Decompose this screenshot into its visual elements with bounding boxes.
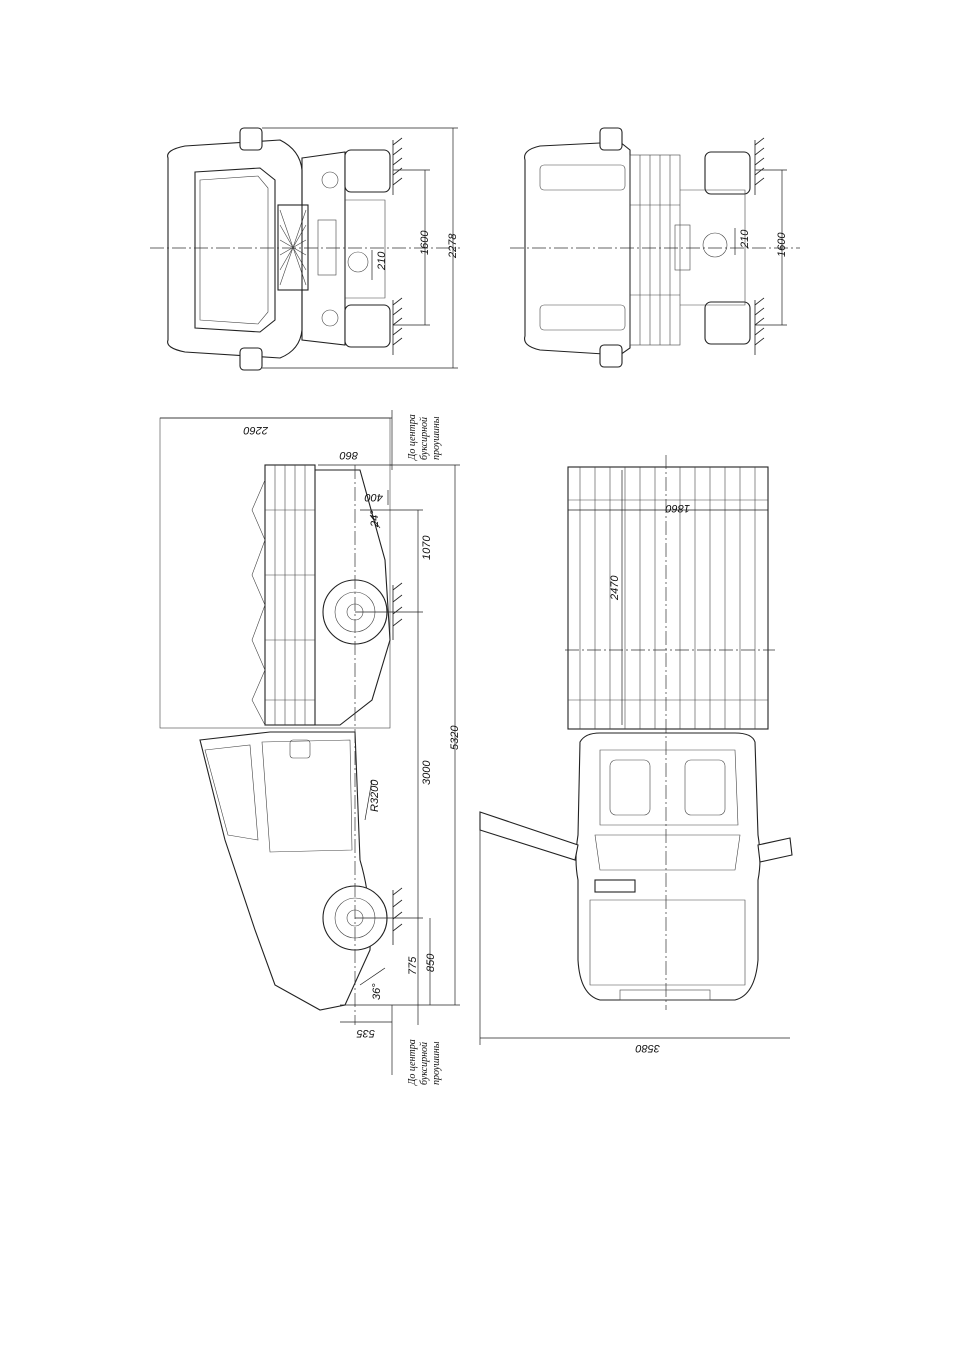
bed-length-dim: 2470 <box>609 575 621 601</box>
rear-track-dim: 1600 <box>776 232 788 257</box>
body-overhang-dim: 2260 <box>243 424 269 436</box>
hitch-offset-dim: 400 <box>364 491 383 503</box>
rear-hitch-note-3: проушины <box>431 416 442 460</box>
front-hitch-note-2: буксирной <box>419 1042 430 1085</box>
top-view: 1860 2470 3580 <box>480 455 792 1054</box>
front-track-dim: 1600 <box>419 230 431 255</box>
front-hitch-dim: 535 <box>356 1027 375 1039</box>
front-hitch-note-1: До центра <box>407 1039 418 1086</box>
rear-hitch-note-2: буксирной <box>419 417 430 460</box>
rear-angle-dim: 24° <box>369 510 381 528</box>
turn-radius-dim: R3200 <box>369 779 381 812</box>
front-ground-clearance-dim: 210 <box>376 251 388 271</box>
overall-length-dim: 5320 <box>449 725 461 750</box>
front-to-axle-dim: 850 <box>425 953 437 972</box>
bed-width-dim: 1860 <box>665 502 690 514</box>
front-view: 1600 2278 210 <box>150 128 460 370</box>
rear-ground-clearance-dim: 210 <box>739 229 751 249</box>
rear-hitch-note-1: До центра <box>407 414 418 461</box>
rear-view: 1600 210 <box>510 128 800 367</box>
rear-overhang-dim: 860 <box>339 449 358 461</box>
wheelbase-dim: 3000 <box>421 760 433 785</box>
bed-over-axle-dim: 1070 <box>421 535 433 560</box>
front-hitch-note-3: проушины <box>431 1041 442 1085</box>
side-view: 2260 860 400 24° 1070 3000 775 850 5320 … <box>160 410 461 1086</box>
door-open-width-dim: 3580 <box>635 1042 660 1054</box>
front-overall-width-dim: 2278 <box>447 233 459 259</box>
front-angle-dim: 36° <box>371 983 383 1000</box>
front-overhang-dim: 775 <box>407 956 419 975</box>
